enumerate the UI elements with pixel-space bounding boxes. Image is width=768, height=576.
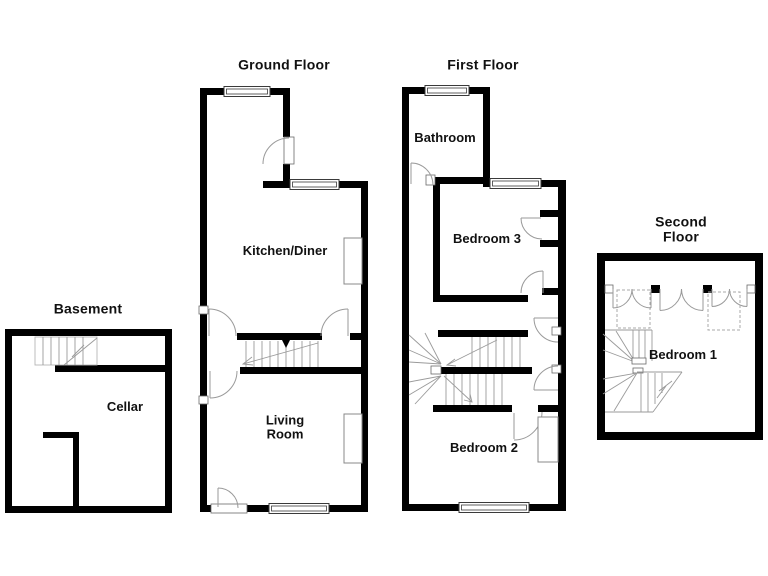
ground-floor-plan [198, 86, 368, 514]
room-label-bathroom: Bathroom [414, 129, 476, 145]
door-icon [533, 364, 562, 391]
first-floor-title: First Floor [447, 56, 519, 73]
room-label-living-room: Living Room [265, 412, 305, 442]
door-jamb [198, 305, 209, 315]
window-icon [289, 179, 340, 190]
door-icon [320, 308, 349, 337]
first-floor-plan [402, 85, 566, 513]
door-icon [262, 136, 295, 165]
window-icon [223, 86, 271, 97]
basement-stairs-icon [34, 336, 98, 366]
cupboard-door-icon [520, 217, 543, 240]
chimney-breast [343, 413, 363, 464]
door-icon [209, 370, 238, 399]
basement-title: Basement [53, 300, 123, 317]
room-label-bedroom-1: Bedroom 1 [649, 346, 717, 362]
chimney-breast [537, 416, 559, 463]
door-jamb [198, 395, 209, 405]
second-floor-plan [597, 253, 763, 440]
front-door-icon [210, 487, 248, 514]
room-label-kitchen-diner: Kitchen/Diner [242, 242, 328, 258]
second-stairs-icon [602, 329, 683, 413]
basement-walls [5, 329, 172, 513]
door-icon [410, 162, 436, 186]
room-label-bedroom-2: Bedroom 2 [450, 439, 518, 455]
ground-stairs-icon [241, 334, 319, 367]
door-icon [208, 308, 237, 337]
chimney-breast [343, 237, 363, 285]
first-stairs-icon [408, 332, 521, 405]
wardrobe-doors-icon [604, 284, 756, 331]
cellar-partition-wall [43, 432, 79, 506]
window-icon [458, 502, 530, 513]
basement-plan [5, 329, 172, 513]
room-label-bedroom-3: Bedroom 3 [453, 230, 521, 246]
second-floor-title: Second Floor [655, 213, 707, 245]
door-icon [513, 411, 543, 441]
window-icon [489, 178, 542, 189]
window-icon [268, 503, 330, 514]
door-icon [533, 317, 562, 343]
room-label-cellar: Cellar [106, 398, 144, 414]
ground-floor-title: Ground Floor [238, 56, 330, 73]
second-floor-walls [597, 253, 763, 440]
door-icon [520, 270, 544, 294]
window-icon [424, 85, 470, 96]
